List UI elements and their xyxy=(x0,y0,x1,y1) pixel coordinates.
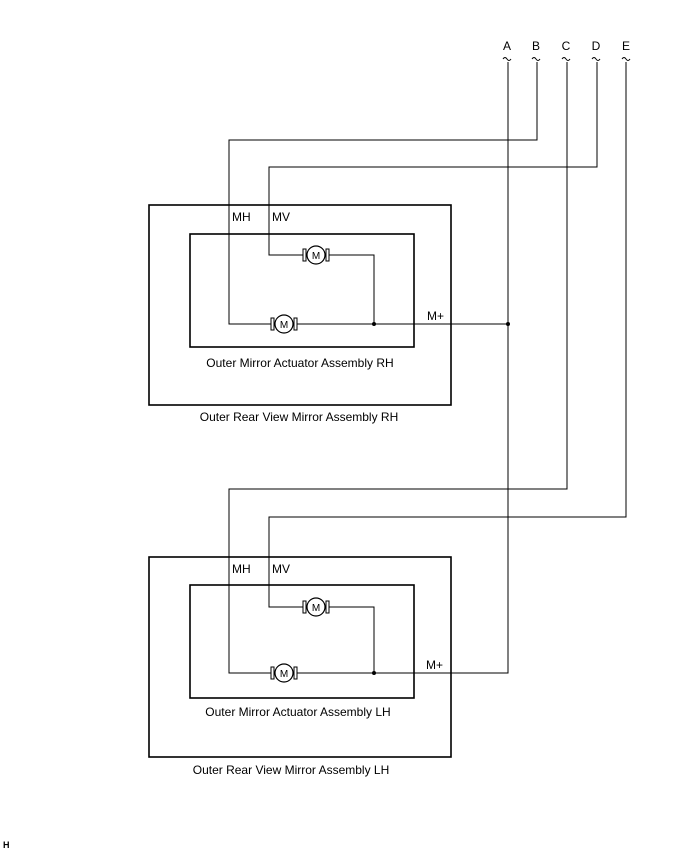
wire-rh-vertical-motor-common xyxy=(329,254,375,324)
lh-motor-horizontal-symbol: M xyxy=(280,669,288,680)
rh-motor-horizontal: M xyxy=(270,314,298,334)
wire-e-to-lh-mv xyxy=(268,62,627,608)
rh-motor-horizontal-symbol: M xyxy=(280,320,288,331)
lh-motor-horizontal: M xyxy=(270,663,298,683)
actuator-assembly-rh-box xyxy=(189,233,415,348)
mirror-assembly-lh-box xyxy=(148,556,452,758)
lh-junction-dot xyxy=(372,671,376,675)
lh-pin-mplus-label: M+ xyxy=(426,658,443,672)
lh-motor-vertical: M xyxy=(302,597,330,617)
mirror-assembly-rh-box xyxy=(148,204,452,406)
rh-pin-mh-label: MH xyxy=(232,210,251,224)
footer-code: H xyxy=(3,840,10,850)
rh-motor-vertical: M xyxy=(302,245,330,265)
lh-pin-mv-label: MV xyxy=(272,562,290,576)
rh-junction-dot xyxy=(372,322,376,326)
rh-pin-mv-label: MV xyxy=(272,210,290,224)
lh-mirror-label: Outer Rear View Mirror Assembly LH xyxy=(193,763,390,777)
terminal-label-b: B xyxy=(532,39,540,53)
wire-d-to-rh-mv xyxy=(268,62,598,256)
lh-pin-mh-label: MH xyxy=(232,562,251,576)
rh-pin-mplus-label: M+ xyxy=(427,309,444,323)
wire-c-to-lh-mh xyxy=(228,62,568,674)
terminal-label-a: A xyxy=(503,39,511,53)
rh-motor-vertical-symbol: M xyxy=(312,251,320,262)
lh-actuator-label: Outer Mirror Actuator Assembly LH xyxy=(205,705,390,719)
lh-motor-vertical-symbol: M xyxy=(312,603,320,614)
terminal-label-c: C xyxy=(562,39,571,53)
terminal-label-e: E xyxy=(622,39,630,53)
actuator-assembly-lh-box xyxy=(189,584,415,699)
terminal-label-d: D xyxy=(592,39,601,53)
rh-mirror-label: Outer Rear View Mirror Assembly RH xyxy=(200,410,399,424)
rh-actuator-label: Outer Mirror Actuator Assembly RH xyxy=(206,356,393,370)
connector-tilde-marks xyxy=(502,57,631,61)
wire-lh-vertical-motor-common xyxy=(329,606,375,673)
wire-a-common-mplus xyxy=(297,62,509,674)
wire-b-to-rh-mh xyxy=(228,62,538,325)
